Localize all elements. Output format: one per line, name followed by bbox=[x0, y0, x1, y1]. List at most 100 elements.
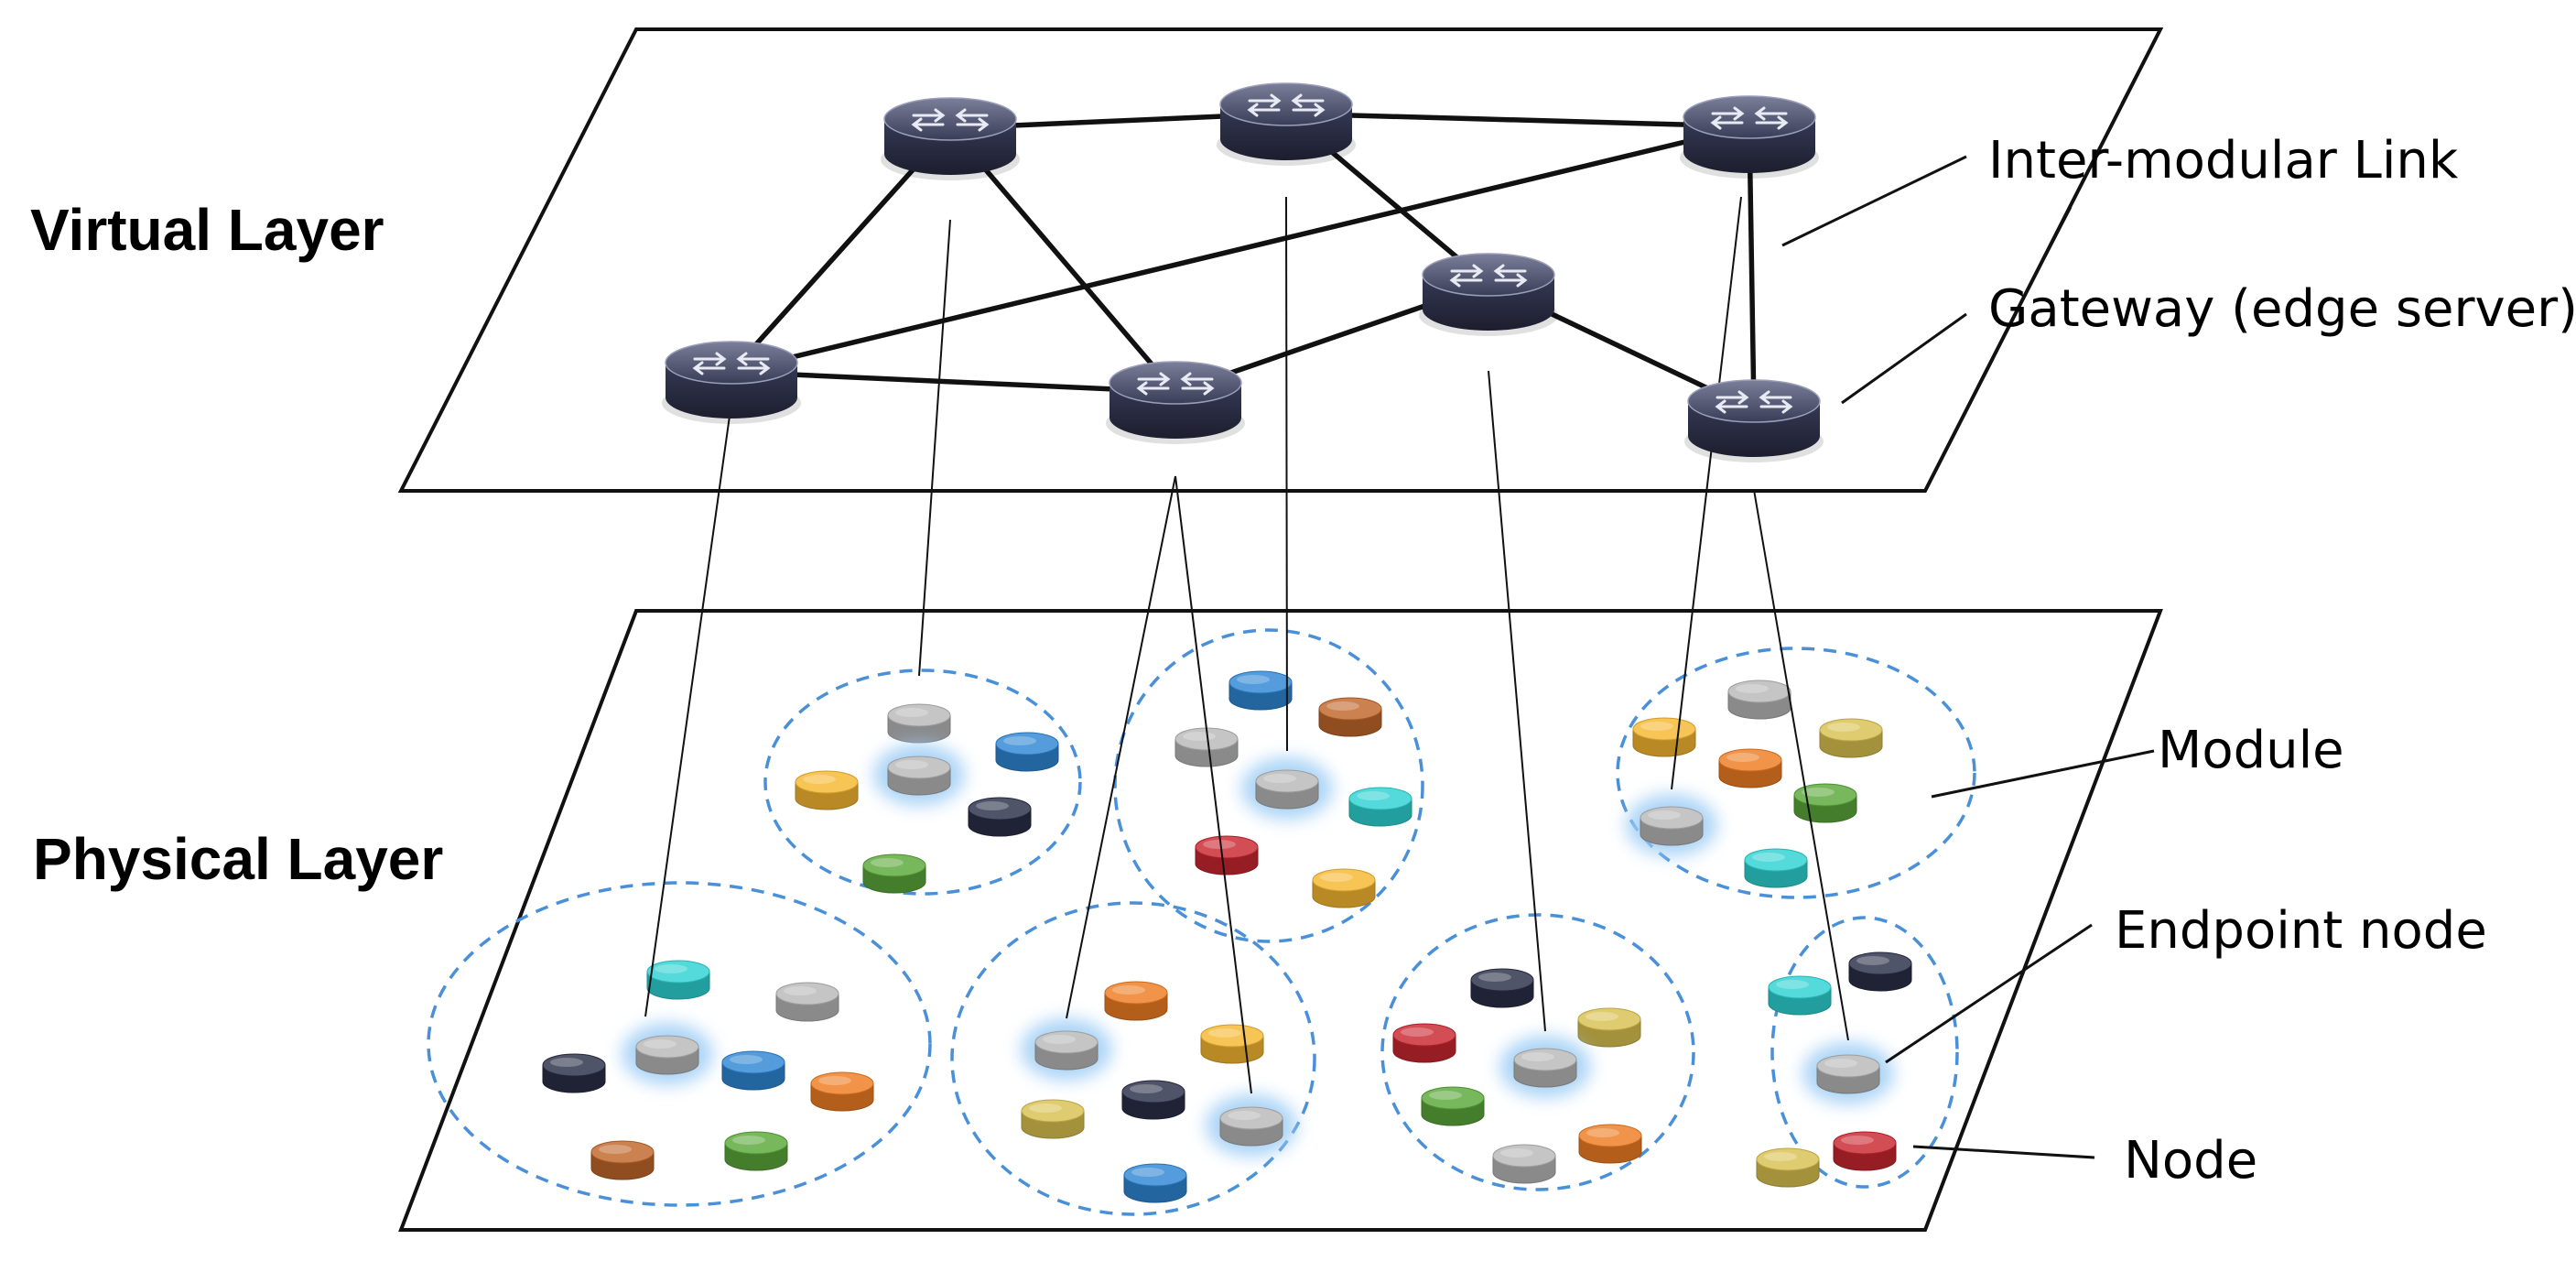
router-arrows-icon bbox=[1136, 372, 1215, 396]
node bbox=[1312, 868, 1376, 908]
module bbox=[1113, 628, 1424, 943]
gateway-endpoint-link bbox=[918, 219, 951, 677]
node bbox=[1392, 1023, 1456, 1063]
leader-virtual-corner-mid bbox=[2043, 206, 2073, 257]
router-arrows-icon bbox=[911, 108, 990, 132]
router-arrows-icon bbox=[1715, 390, 1793, 414]
node bbox=[1021, 1099, 1085, 1139]
gateway-endpoint-link bbox=[1488, 370, 1546, 1032]
node bbox=[1195, 835, 1259, 875]
node bbox=[968, 797, 1032, 837]
node bbox=[1200, 1024, 1264, 1064]
inter-modular-link bbox=[729, 124, 1752, 375]
node bbox=[810, 1071, 874, 1112]
router-arrows-icon bbox=[1247, 93, 1326, 117]
gateway-endpoint-link bbox=[1671, 196, 1742, 790]
module bbox=[1616, 647, 1976, 899]
node bbox=[995, 732, 1059, 772]
legend-leaders bbox=[1781, 28, 2162, 1159]
node bbox=[1123, 1163, 1187, 1203]
module bbox=[1380, 913, 1695, 1191]
node bbox=[724, 1131, 788, 1171]
legend-inter-modular-link: Inter-modular Link bbox=[1988, 131, 2459, 190]
module bbox=[427, 881, 932, 1207]
node bbox=[1744, 848, 1808, 888]
node bbox=[1470, 968, 1534, 1008]
endpoint-node bbox=[1021, 1018, 1112, 1081]
gateway-endpoint-link bbox=[644, 402, 732, 1017]
node bbox=[1492, 1144, 1556, 1184]
endpoint-node bbox=[1206, 1094, 1297, 1157]
node bbox=[1228, 670, 1293, 711]
node bbox=[862, 853, 926, 894]
nodes bbox=[542, 670, 1912, 1203]
endpoint-node bbox=[1499, 1036, 1591, 1098]
node bbox=[1577, 1007, 1641, 1048]
node bbox=[1727, 679, 1791, 720]
module bbox=[763, 669, 1082, 896]
node bbox=[1121, 1080, 1185, 1120]
gateway-endpoint-link bbox=[1753, 489, 1849, 1041]
gateway-endpoint-link bbox=[1174, 475, 1252, 1094]
physical-layer-title: Physical Layer bbox=[33, 826, 443, 892]
leader-endpoint-node bbox=[1885, 923, 2093, 1064]
physical-layer-plane bbox=[398, 609, 2163, 1232]
node bbox=[1104, 981, 1168, 1021]
leader-virtual-corner-top bbox=[2120, 28, 2162, 104]
leader-module bbox=[1931, 749, 2155, 799]
legend-node: Node bbox=[2124, 1131, 2257, 1190]
modules bbox=[427, 628, 1976, 1216]
node bbox=[1793, 783, 1857, 823]
endpoint-node bbox=[873, 744, 965, 806]
node bbox=[1718, 748, 1782, 788]
node bbox=[590, 1140, 655, 1180]
virtual-layer-title: Virtual Layer bbox=[30, 197, 384, 263]
node bbox=[1421, 1086, 1485, 1126]
node bbox=[1768, 975, 1832, 1016]
node bbox=[775, 982, 839, 1022]
gateway-router bbox=[662, 341, 801, 424]
legend-gateway: Gateway (edge server) bbox=[1988, 279, 2576, 339]
gateway-endpoint-link bbox=[1285, 196, 1288, 752]
node bbox=[1578, 1124, 1642, 1164]
gateway-endpoint-mappings bbox=[644, 196, 1849, 1094]
node bbox=[1819, 718, 1883, 758]
endpoint-node bbox=[1802, 1042, 1894, 1104]
node bbox=[1632, 717, 1696, 757]
gateway-router bbox=[1217, 82, 1356, 166]
endpoint-node bbox=[622, 1023, 713, 1085]
endpoint-node bbox=[1241, 757, 1333, 820]
inter-modular-link bbox=[729, 369, 1178, 395]
node bbox=[542, 1053, 606, 1093]
leader-inter-modular-link bbox=[1781, 155, 1967, 247]
node bbox=[1848, 951, 1912, 992]
leader-virtual-corner-bottom bbox=[1923, 358, 1995, 492]
node bbox=[646, 960, 710, 1000]
node bbox=[1348, 787, 1412, 827]
inter-modular-link bbox=[947, 125, 1178, 395]
node bbox=[1756, 1147, 1820, 1188]
gateways bbox=[662, 82, 1824, 462]
leader-node bbox=[1912, 1145, 2095, 1159]
module bbox=[950, 901, 1316, 1216]
legend-endpoint-node: Endpoint node bbox=[2115, 901, 2487, 961]
inter-modular-link bbox=[1283, 111, 1752, 129]
endpoint-node bbox=[1626, 794, 1717, 856]
gateway-endpoint-link bbox=[1066, 475, 1176, 1019]
node bbox=[1318, 697, 1382, 737]
inter-modular-link bbox=[1747, 124, 1757, 413]
gateway-router bbox=[1419, 253, 1558, 336]
module bbox=[1770, 916, 1959, 1189]
node bbox=[721, 1050, 785, 1091]
router-arrows-icon bbox=[1449, 264, 1528, 288]
node bbox=[1833, 1131, 1897, 1171]
legend-module: Module bbox=[2158, 721, 2344, 780]
gateway-router bbox=[1106, 361, 1245, 444]
router-arrows-icon bbox=[1710, 106, 1789, 130]
node bbox=[887, 703, 951, 744]
node bbox=[795, 770, 859, 810]
gateway-router bbox=[881, 97, 1020, 180]
gateway-router bbox=[1680, 95, 1819, 179]
gateway-router bbox=[1684, 379, 1824, 462]
